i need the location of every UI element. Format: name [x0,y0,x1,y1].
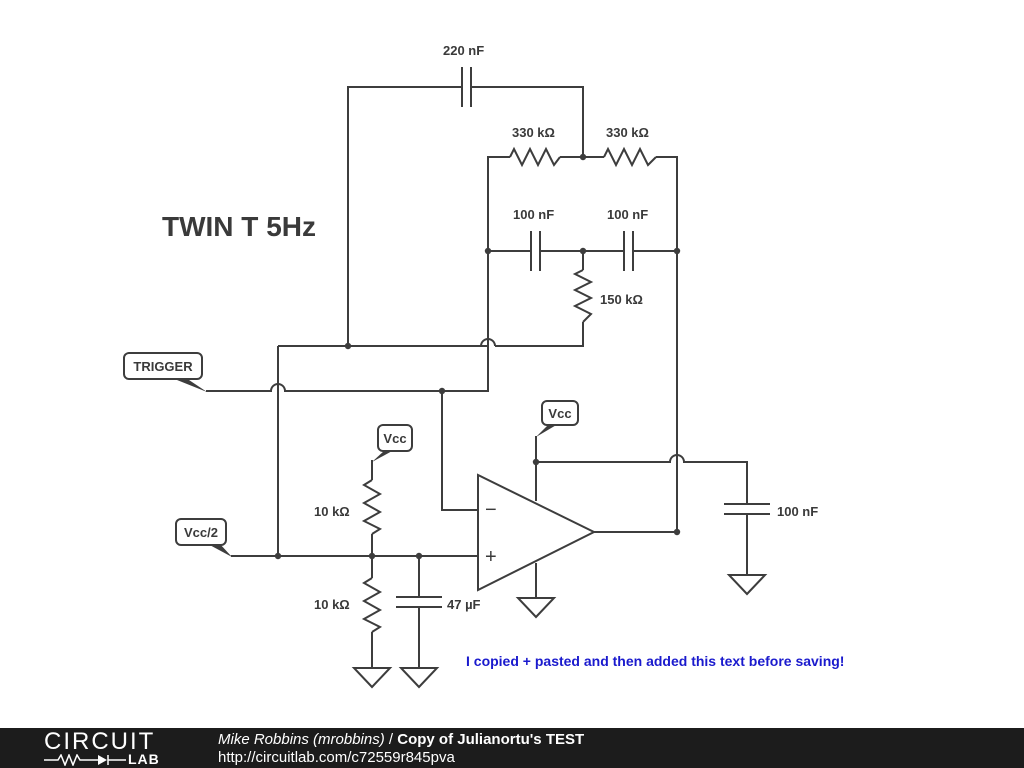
logo-text-circuit: CIRCUIT [44,728,156,755]
schematic-canvas: TWIN T 5Hz 220 nF 330 kΩ 330 kΩ 100 nF 1… [123,43,844,689]
ground-symbol-divider-resistor [351,667,393,689]
label-47uf: 47 µF [447,597,481,612]
ground-symbol-divider-capacitor [398,667,440,689]
label-330k-left: 330 kΩ [512,125,555,140]
wires-divider [371,460,420,668]
resistor-150k[interactable] [572,269,594,323]
circuitlab-logo[interactable]: CIRCUIT LAB [40,730,180,766]
footer-url-link[interactable]: http://circuitlab.com/c72559r845pva [218,749,455,766]
svg-text:Vcc/2: Vcc/2 [184,525,218,540]
svg-text:TRIGGER: TRIGGER [133,359,193,374]
logo-resistor-diode-icon [44,754,126,766]
net-tag-vcc-half[interactable]: Vcc/2 [175,518,232,557]
svg-text:Vcc: Vcc [548,406,571,421]
label-10k-top: 10 kΩ [314,504,350,519]
label-10k-bottom: 10 kΩ [314,597,350,612]
opamp-minus-sign: − [485,499,497,521]
junction-dots [274,153,681,560]
capacitor-100nf-left[interactable] [530,231,541,271]
capacitor-220nf[interactable] [461,67,472,107]
ground-symbol-bypass [726,574,768,596]
wires-vcc-half [231,346,478,557]
label-100nf-bypass: 100 nF [777,504,818,519]
svg-text:Vcc: Vcc [383,431,406,446]
wires-opamp-supply [535,436,748,575]
resistor-10k-bottom[interactable] [361,577,383,633]
wires-feedback-loop [347,86,584,346]
net-tag-vcc-opamp[interactable]: Vcc [536,400,579,437]
footer-credit: Mike Robbins (mrobbins) / Copy of Julian… [218,731,584,748]
footer-bar: CIRCUIT LAB Mike Robbins (mrobbins) / Co… [0,728,1024,768]
opamp[interactable] [477,473,597,592]
net-tag-vcc-divider[interactable]: Vcc [372,424,413,462]
label-330k-right: 330 kΩ [606,125,649,140]
label-150k: 150 kΩ [600,292,643,307]
label-220nf: 220 nF [443,43,484,58]
capacitor-100nf-right[interactable] [623,231,634,271]
label-100nf-left: 100 nF [513,207,554,222]
capacitor-100nf-bypass[interactable] [724,503,770,515]
ground-symbol-opamp [515,563,557,619]
wires-twin-t-capacitors [488,250,677,347]
resistor-10k-top[interactable] [361,479,383,535]
net-tag-trigger[interactable]: TRIGGER [123,352,207,392]
label-100nf-right: 100 nF [607,207,648,222]
schematic-title: TWIN T 5Hz [162,211,316,242]
logo-text-lab: LAB [128,751,160,767]
wires-bus [278,338,496,347]
annotation-note: I copied + pasted and then added this te… [466,653,844,669]
wires-trigger [206,346,489,511]
resistor-330k-right[interactable] [603,146,657,168]
footer-separator: / [384,731,398,748]
capacitor-47uf[interactable] [396,596,442,608]
resistor-330k-left[interactable] [509,146,561,168]
opamp-plus-sign: + [485,546,497,568]
footer-circuit-title[interactable]: Copy of Julianortu's TEST [397,731,585,748]
footer-author-link[interactable]: Mike Robbins (mrobbins) [218,731,385,748]
